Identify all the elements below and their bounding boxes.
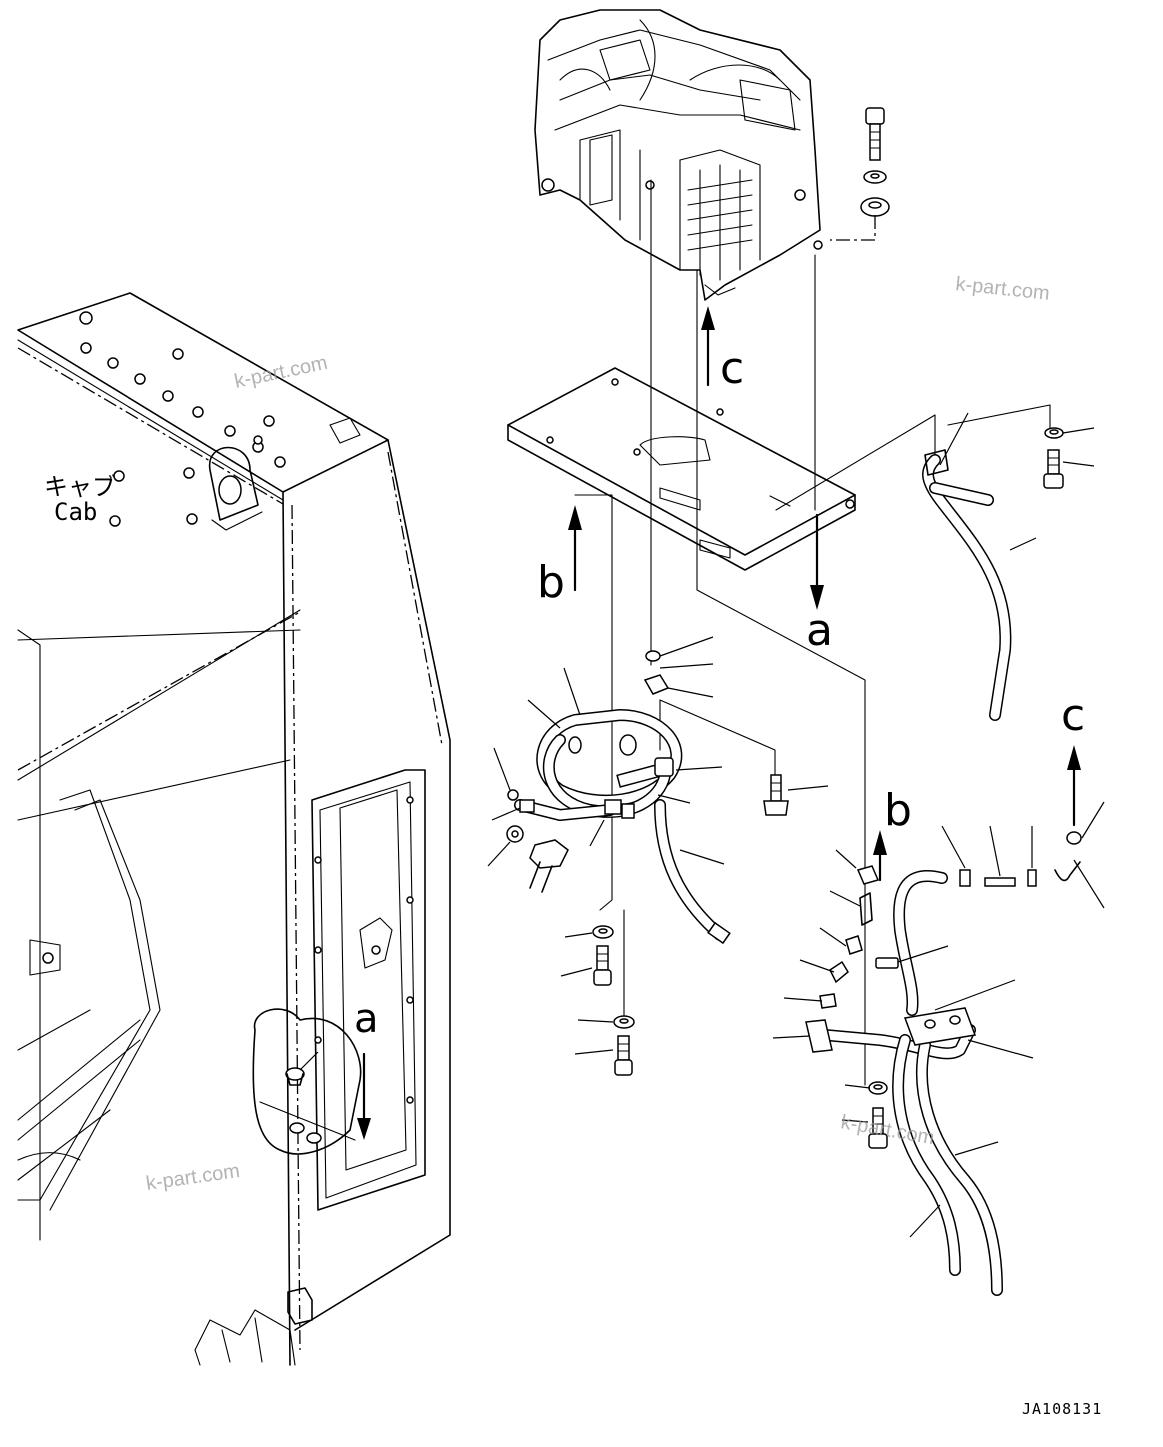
center-hose-assembly [487,636,829,945]
upper-right-hose [922,412,1095,721]
mounting-plate [507,367,856,571]
cab-plate-bolt [285,1067,305,1086]
cab-label-jp: キャブ [44,473,116,501]
drawing-number: JA108131 [1022,1400,1102,1418]
roof-bolts [42,311,361,964]
service-opening [311,769,426,1211]
controller-bolt-stack [830,107,890,241]
reference-arrows [568,306,1081,882]
controller-unit [534,9,823,301]
watermark-cab: k-part.com [232,352,329,393]
center-lower-hardware [560,925,635,1076]
lower-right-hose-assembly [772,801,1105,1296]
ref-label-b-left: b [537,557,565,608]
ref-label-a-cab: a [354,996,379,1042]
watermark-top-right: k-part.com [954,273,1050,305]
ref-label-a-right: a [806,605,833,656]
cab-mount-plate [252,1008,362,1155]
watermark-lower-left: k-part.com [145,1160,242,1195]
ref-label-b-right: b [884,785,912,836]
ref-label-c-top: c [720,343,744,394]
lifting-eye [209,446,263,531]
cab-panel: キャブ Cab [17,292,451,1366]
ref-label-c-right: c [1061,690,1085,741]
cab-label-en: Cab [54,498,97,526]
